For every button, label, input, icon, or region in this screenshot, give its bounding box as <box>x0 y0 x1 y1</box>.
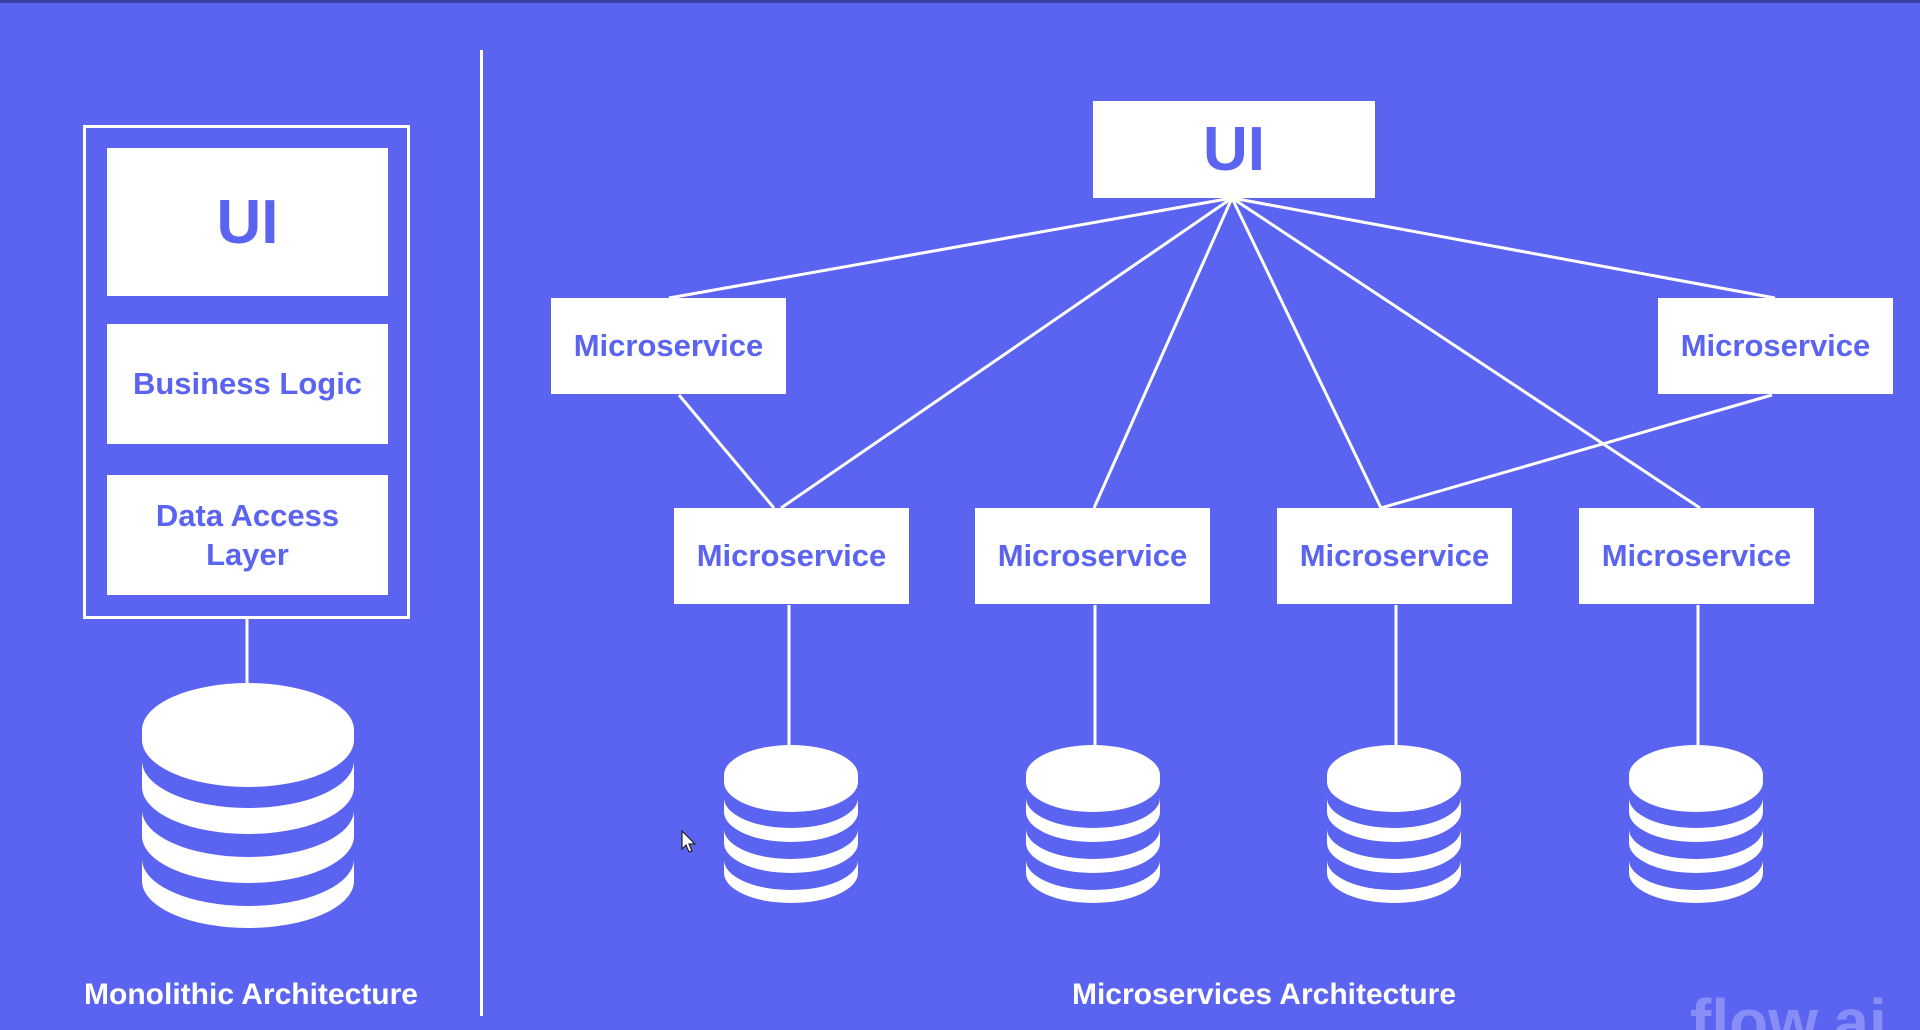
microservice-label: Microservice <box>696 538 887 573</box>
microservice-1-database-icon <box>724 745 858 903</box>
line-ui-to-svc-bottom-1 <box>780 196 1233 510</box>
microservices-ui-box: UI <box>1093 101 1375 198</box>
monolith-data-access-layer: Data Access Layer <box>107 475 388 595</box>
microservice-label: Microservice <box>1601 538 1792 573</box>
section-divider <box>480 50 483 1016</box>
line-ui-to-svc-bottom-4 <box>1231 196 1701 510</box>
line-ui-to-svc-top-left <box>668 196 1233 300</box>
microservice-label: Microservice <box>997 538 1188 573</box>
data-access-label-line2: Layer <box>206 537 289 572</box>
line-svc-top-left-to-bottom-1 <box>677 394 776 509</box>
monolith-database-icon <box>142 683 354 928</box>
microservices-caption: Microservices Architecture <box>1071 978 1457 1011</box>
microservice-label: Microservice <box>1299 538 1490 573</box>
microservice-2-database-icon <box>1026 745 1160 903</box>
microservice-label: Microservice <box>573 328 764 363</box>
microservice-bottom-3: Microservice <box>1277 508 1512 604</box>
line-svc-top-right-to-bottom-3 <box>1380 393 1773 510</box>
microservice-4-database-icon <box>1629 745 1763 903</box>
line-ui-to-svc-bottom-2 <box>1092 197 1234 509</box>
monolith-caption: Monolithic Architecture <box>84 978 418 1011</box>
data-access-label-line1: Data Access <box>155 498 340 533</box>
microservice-top-right: Microservice <box>1658 298 1893 394</box>
line-ui-to-svc-top-right <box>1231 196 1776 300</box>
microservice-bottom-1: Microservice <box>674 508 909 604</box>
monolith-frame <box>83 125 410 619</box>
mouse-pointer-icon <box>681 830 697 853</box>
monolith-business-logic-layer: Business Logic <box>107 324 388 444</box>
top-edge-strip <box>0 0 1920 3</box>
watermark-logo: flow.ai <box>1690 986 1887 1030</box>
business-logic-label: Business Logic <box>132 366 363 401</box>
monolith-ui-label: UI <box>216 187 279 257</box>
microservice-bottom-2: Microservice <box>975 508 1210 604</box>
microservices-ui-label: UI <box>1203 115 1265 184</box>
microservice-bottom-4: Microservice <box>1579 508 1814 604</box>
microservice-label: Microservice <box>1680 328 1871 363</box>
microservice-top-left: Microservice <box>551 298 786 394</box>
monolith-ui-layer: UI <box>107 148 388 296</box>
line-ui-to-svc-bottom-3 <box>1230 197 1383 509</box>
microservice-3-database-icon <box>1327 745 1461 903</box>
